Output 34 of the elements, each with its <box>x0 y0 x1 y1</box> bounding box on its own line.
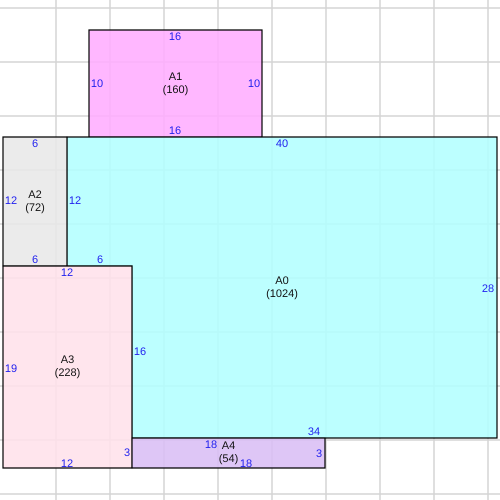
side-length: 34 <box>308 426 320 438</box>
side-length: 3 <box>124 447 130 459</box>
side-length: 10 <box>248 78 260 90</box>
area-region <box>3 137 67 266</box>
side-length: 16 <box>168 125 182 137</box>
side-length: 16 <box>168 31 182 43</box>
area-value: (72) <box>25 202 45 214</box>
side-length: 28 <box>482 283 494 295</box>
area-name: A2 <box>28 188 42 202</box>
area-name: A4 <box>222 440 236 453</box>
area-value: (160) <box>162 84 188 96</box>
area-region <box>89 30 262 137</box>
area-region <box>132 438 325 468</box>
area-region <box>3 266 132 468</box>
side-length: 18 <box>204 439 218 451</box>
side-length: 12 <box>60 458 74 470</box>
area-name: A1 <box>168 70 182 84</box>
side-length: 12 <box>68 195 82 207</box>
side-length: 6 <box>32 254 38 266</box>
area-name: A0 <box>275 274 289 288</box>
side-length: 10 <box>90 78 104 90</box>
side-length: 3 <box>316 448 322 460</box>
side-length: 19 <box>4 363 18 375</box>
side-length: 12 <box>60 267 74 279</box>
side-length: 40 <box>276 138 288 150</box>
side-length: 18 <box>240 458 252 470</box>
area-name: A3 <box>60 354 74 367</box>
side-length: 16 <box>134 346 146 358</box>
area-value: (1024) <box>266 288 298 300</box>
side-length: 12 <box>4 195 18 207</box>
area-value: (228) <box>54 367 80 380</box>
area-value: (54) <box>218 453 238 466</box>
side-length: 6 <box>96 254 104 266</box>
side-length: 6 <box>32 138 38 150</box>
